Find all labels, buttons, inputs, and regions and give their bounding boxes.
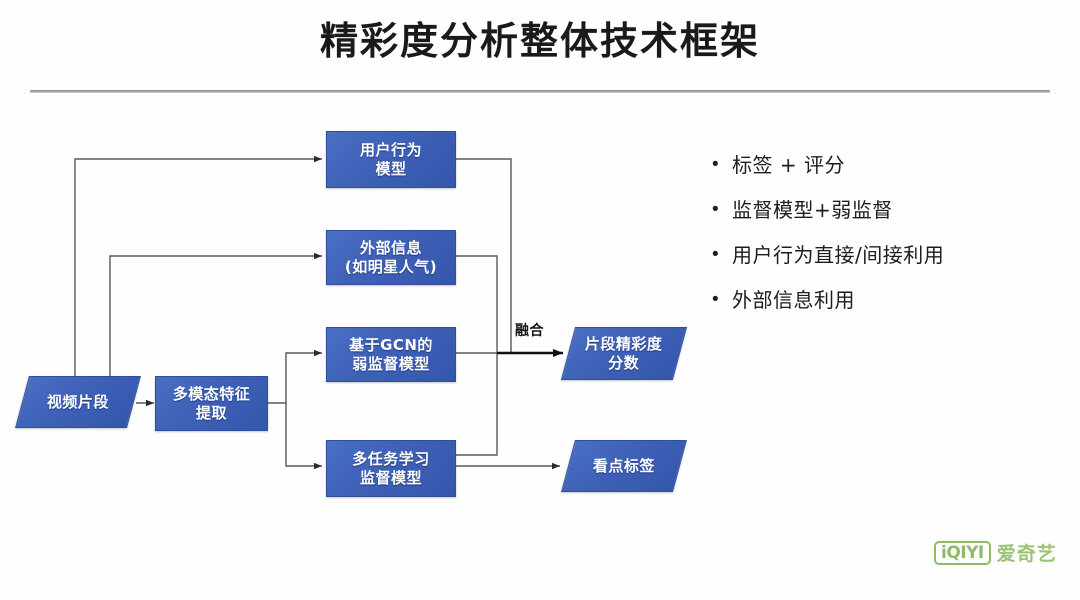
node-external-info[interactable]: 外部信息 (如明星人气)	[326, 230, 456, 285]
node-highlight-tag-label: 看点标签	[592, 456, 655, 475]
bullet-marker-icon: •	[712, 289, 719, 310]
bullet-text: 外部信息利用	[732, 288, 855, 312]
list-item: • 外部信息利用	[712, 285, 1072, 315]
bullet-marker-icon: •	[712, 244, 719, 265]
flowchart-diagram: 视频片段 多模态特征 提取 用户行为 模型 外部信息 (如明星人气)	[15, 131, 688, 497]
title-divider	[30, 90, 1050, 93]
node-gcn-weak-supervision[interactable]: 基于GCN的 弱监督模型	[326, 327, 456, 382]
node-multitask-label: 多任务学习 监督模型	[352, 449, 430, 487]
node-gcn-label: 基于GCN的 弱监督模型	[349, 335, 433, 373]
bullet-list: • 标签 + 评分 • 监督模型+弱监督 • 用户行为直接/间接利用 • 外部信…	[712, 150, 1072, 330]
list-item: • 监督模型+弱监督	[712, 195, 1072, 225]
node-video-clip[interactable]: 视频片段	[15, 376, 141, 428]
page-title: 精彩度分析整体技术框架	[319, 19, 760, 63]
iqiyi-logo: iQIYI 爱奇艺	[934, 539, 1057, 566]
node-user-behavior-label: 用户行为 模型	[359, 140, 422, 178]
node-external-info-label: 外部信息 (如明星人气)	[344, 238, 438, 276]
bullet-marker-icon: •	[712, 154, 719, 175]
node-video-clip-label: 视频片段	[46, 392, 109, 411]
node-highlight-tag[interactable]: 看点标签	[561, 440, 687, 492]
iqiyi-logo-text: 爱奇艺	[996, 543, 1057, 565]
bullet-marker-icon: •	[712, 199, 719, 220]
flowchart-connectors	[74, 155, 563, 470]
bullet-text: 用户行为直接/间接利用	[732, 243, 945, 267]
edge-label-fusion: 融合	[515, 323, 544, 339]
node-feature-extract[interactable]: 多模态特征 提取	[155, 376, 268, 431]
list-item: • 用户行为直接/间接利用	[712, 240, 1072, 270]
node-feature-extract-label: 多模态特征 提取	[172, 384, 251, 422]
iqiyi-logo-mark: iQIYI	[934, 540, 991, 565]
node-multitask-supervised[interactable]: 多任务学习 监督模型	[326, 440, 456, 497]
list-item: • 标签 + 评分	[712, 150, 1072, 180]
node-highlight-score[interactable]: 片段精彩度 分数	[560, 327, 688, 380]
bullet-text: 监督模型+弱监督	[732, 198, 893, 222]
node-user-behavior-model[interactable]: 用户行为 模型	[326, 131, 456, 188]
node-highlight-score-label: 片段精彩度 分数	[585, 334, 663, 372]
bullet-text: 标签 + 评分	[732, 153, 845, 177]
